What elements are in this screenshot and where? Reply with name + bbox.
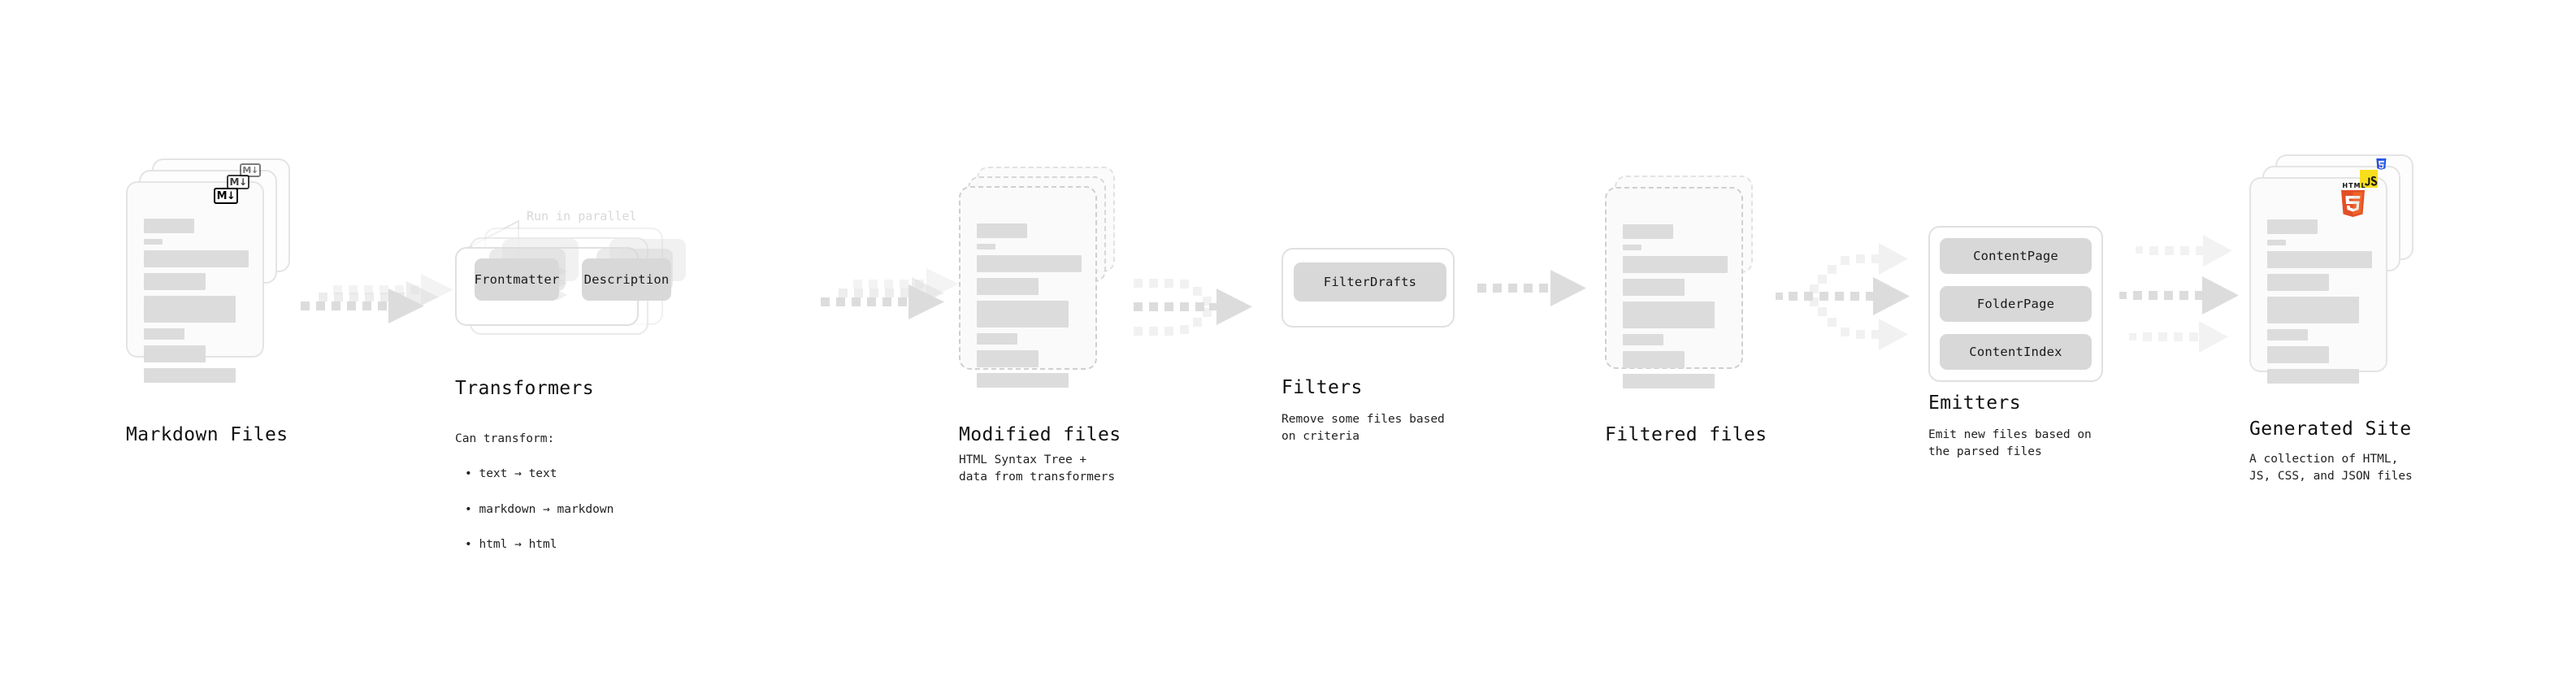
markdown-badge-arrow-mid: ↓ [238,176,247,188]
run-in-parallel-label: Run in parallel [527,209,637,223]
markdown-badge-letter-back: M [242,165,251,176]
emitter-chip-folderpage[interactable]: FolderPage [1940,286,2092,322]
transformers-bullet-1: • markdown → markdown [465,502,614,516]
js-badge-icon [2360,170,2378,188]
transformer-chip-description[interactable]: Description [582,258,671,301]
transformers-title: Transformers [455,378,594,399]
html5-badge-icon [2341,190,2365,217]
connector-filters-to-filtered [1477,270,1586,306]
site-card-front [2249,177,2387,384]
filter-chip-filterdrafts[interactable]: FilterDrafts [1294,262,1446,301]
markdown-badge-back: M↓ [240,163,261,177]
markdown-skeleton [144,219,249,388]
markdown-badge-front: M↓ [214,188,238,204]
markdown-badge-letter: M [216,189,228,202]
connector-markdown-to-transformers [301,274,453,323]
generated-site-subtitle: A collection of HTML, JS, CSS, and JSON … [2249,453,2413,484]
transformers-subtitle-lead: Can transform: [455,432,555,445]
emitters-title: Emitters [1928,393,2021,414]
markdown-badge-arrow-back: ↓ [250,165,258,176]
generated-site-title: Generated Site [2249,419,2412,440]
filters-subtitle: Remove some files based on criteria [1281,413,1445,444]
markdown-badge-letter-mid: M [229,176,239,188]
emitters-subtitle: Emit new files based on the parsed files [1928,428,2092,459]
connector-transformers-to-modified [821,268,959,319]
modified-files-title: Modified files [959,424,1121,445]
connector-filtered-to-emitters [1776,243,1910,350]
transformer-chip-frontmatter[interactable]: Frontmatter [475,258,559,301]
markdown-badge-mid: M↓ [227,175,249,189]
markdown-card-front [126,181,264,383]
filtered-files-title: Filtered files [1605,424,1767,445]
filters-title: Filters [1281,377,1363,398]
css3-badge [2374,158,2390,174]
modified-card-front [959,186,1097,388]
site-skeleton [2267,219,2372,389]
modified-skeleton [977,223,1082,393]
emitter-chip-contentindex[interactable]: ContentIndex [1940,334,2092,370]
connector-emitters-to-site [2119,235,2239,353]
filtered-skeleton [1623,224,1728,394]
js-badge [2360,170,2378,191]
css3-badge-icon [2376,158,2387,170]
markdown-files-title: Markdown Files [126,424,288,445]
filtered-card-front [1605,187,1743,388]
html5-badge: HTML [2341,183,2367,222]
markdown-badge-arrow: ↓ [227,189,236,202]
connector-modified-to-filters [1134,279,1252,336]
html5-badge-wordmark: HTML [2342,182,2366,189]
emitter-chip-contentpage[interactable]: ContentPage [1940,238,2092,274]
transformers-subtitle: Can transform: • text → text • markdown … [455,413,614,572]
transformers-bullet-2: • html → html [465,538,557,552]
modified-files-subtitle: HTML Syntax Tree + data from transformer… [959,453,1116,484]
transformers-bullet-0: • text → text [465,467,557,481]
